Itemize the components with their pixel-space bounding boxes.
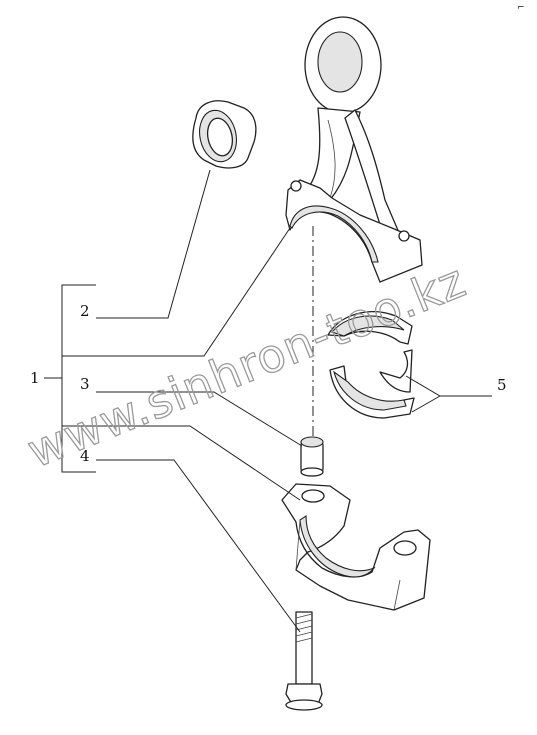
callout-bracket: [44, 284, 96, 473]
bearing-cap: [281, 483, 431, 611]
callout-1: 1: [30, 369, 40, 387]
small-end-bushing: [192, 100, 257, 169]
callout-5: 5: [497, 376, 507, 394]
leader-lines: [62, 169, 492, 633]
callout-2: 2: [80, 302, 90, 320]
watermark-text: www.sinhron-too.kz: [20, 253, 473, 478]
bearing-shells: [327, 311, 415, 419]
callout-3: 3: [80, 375, 90, 393]
dowel-sleeve: [300, 436, 324, 477]
connecting-rod: [285, 16, 423, 283]
cap-bolt: [285, 611, 323, 711]
callout-4: 4: [80, 447, 90, 465]
corner-mark: ⌐: [517, 3, 525, 13]
